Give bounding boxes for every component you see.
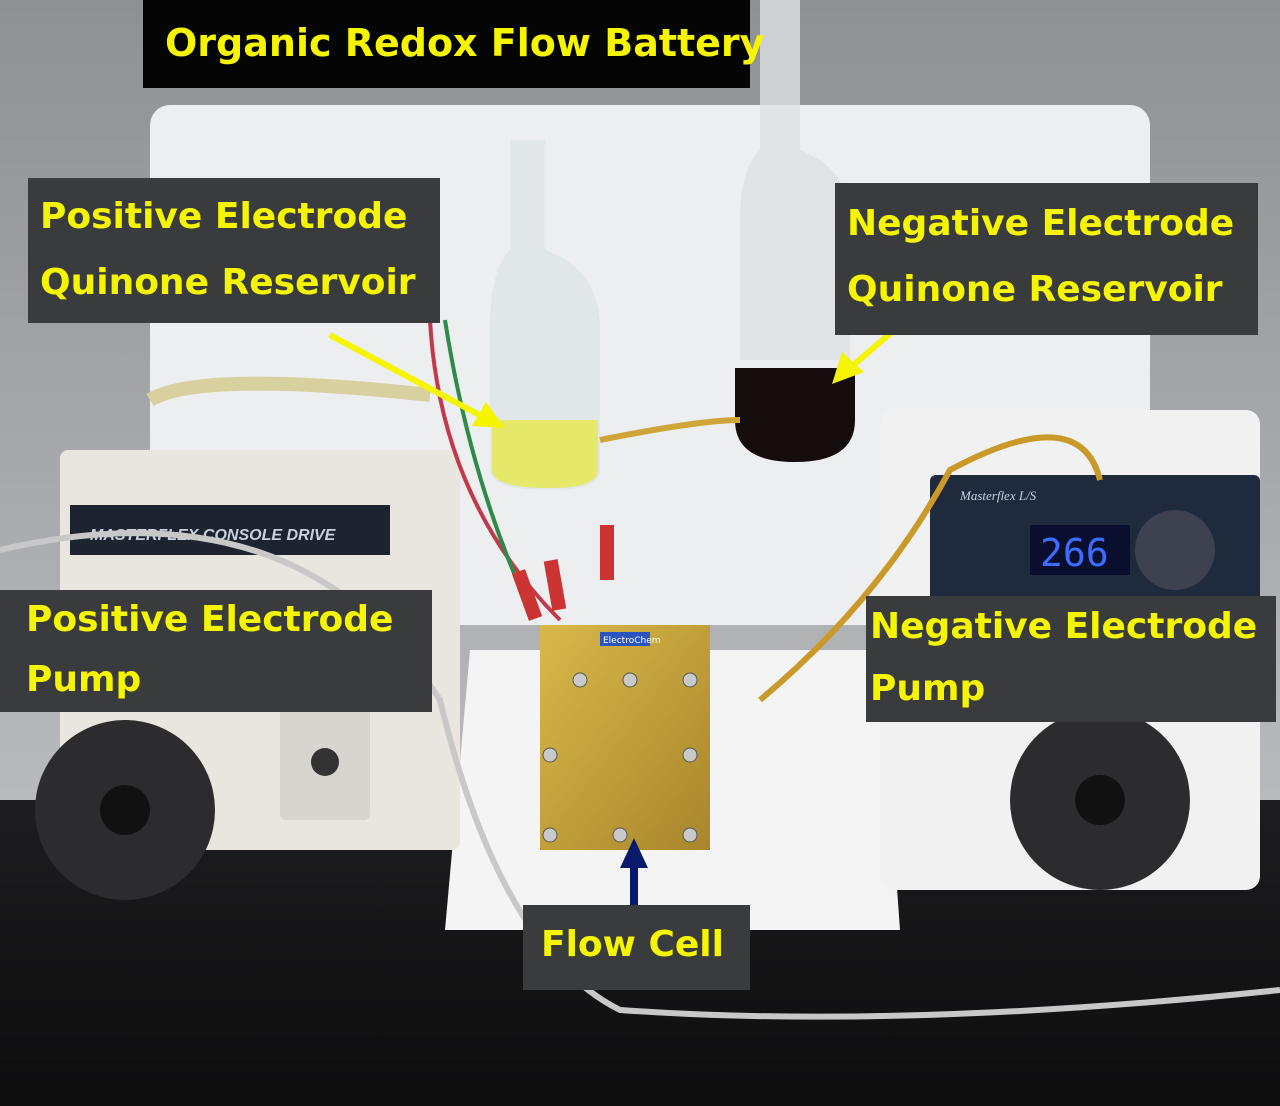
negative-solution	[735, 368, 855, 462]
positive-pump-label: Positive Electrode Pump	[0, 590, 432, 712]
positive-solution	[492, 420, 598, 488]
label-line: Positive Electrode	[26, 599, 394, 640]
label-line: Pump	[26, 659, 142, 700]
label-line: Negative Electrode	[847, 203, 1235, 244]
label-line: Positive Electrode	[40, 196, 408, 237]
title-label: Organic Redox Flow Battery	[143, 0, 764, 88]
cell-brand: ElectroChem	[603, 636, 661, 646]
positive-reservoir	[490, 140, 600, 490]
positive-reservoir-arrow	[328, 332, 505, 428]
label-line: Pump	[870, 668, 986, 709]
flow-cell-body	[540, 625, 710, 850]
right-pump-display: 266	[1040, 531, 1109, 575]
label-line: Quinone Reservoir	[40, 262, 416, 303]
negative-reservoir	[740, 0, 850, 360]
label-line: Negative Electrode	[870, 606, 1258, 647]
label-line: Quinone Reservoir	[847, 269, 1223, 310]
negative-pump-label: Negative Electrode Pump	[866, 596, 1276, 722]
left-pump-knob	[311, 748, 339, 776]
positive-reservoir-label: Positive Electrode Quinone Reservoir	[28, 178, 440, 323]
flow-cell-label: Flow Cell	[523, 905, 750, 990]
negative-reservoir-label: Negative Electrode Quinone Reservoir	[835, 183, 1258, 335]
flow-cell-arrow	[620, 838, 648, 905]
right-pump-brand: Masterflex L/S	[959, 488, 1037, 503]
right-pump-keypad	[1135, 510, 1215, 590]
